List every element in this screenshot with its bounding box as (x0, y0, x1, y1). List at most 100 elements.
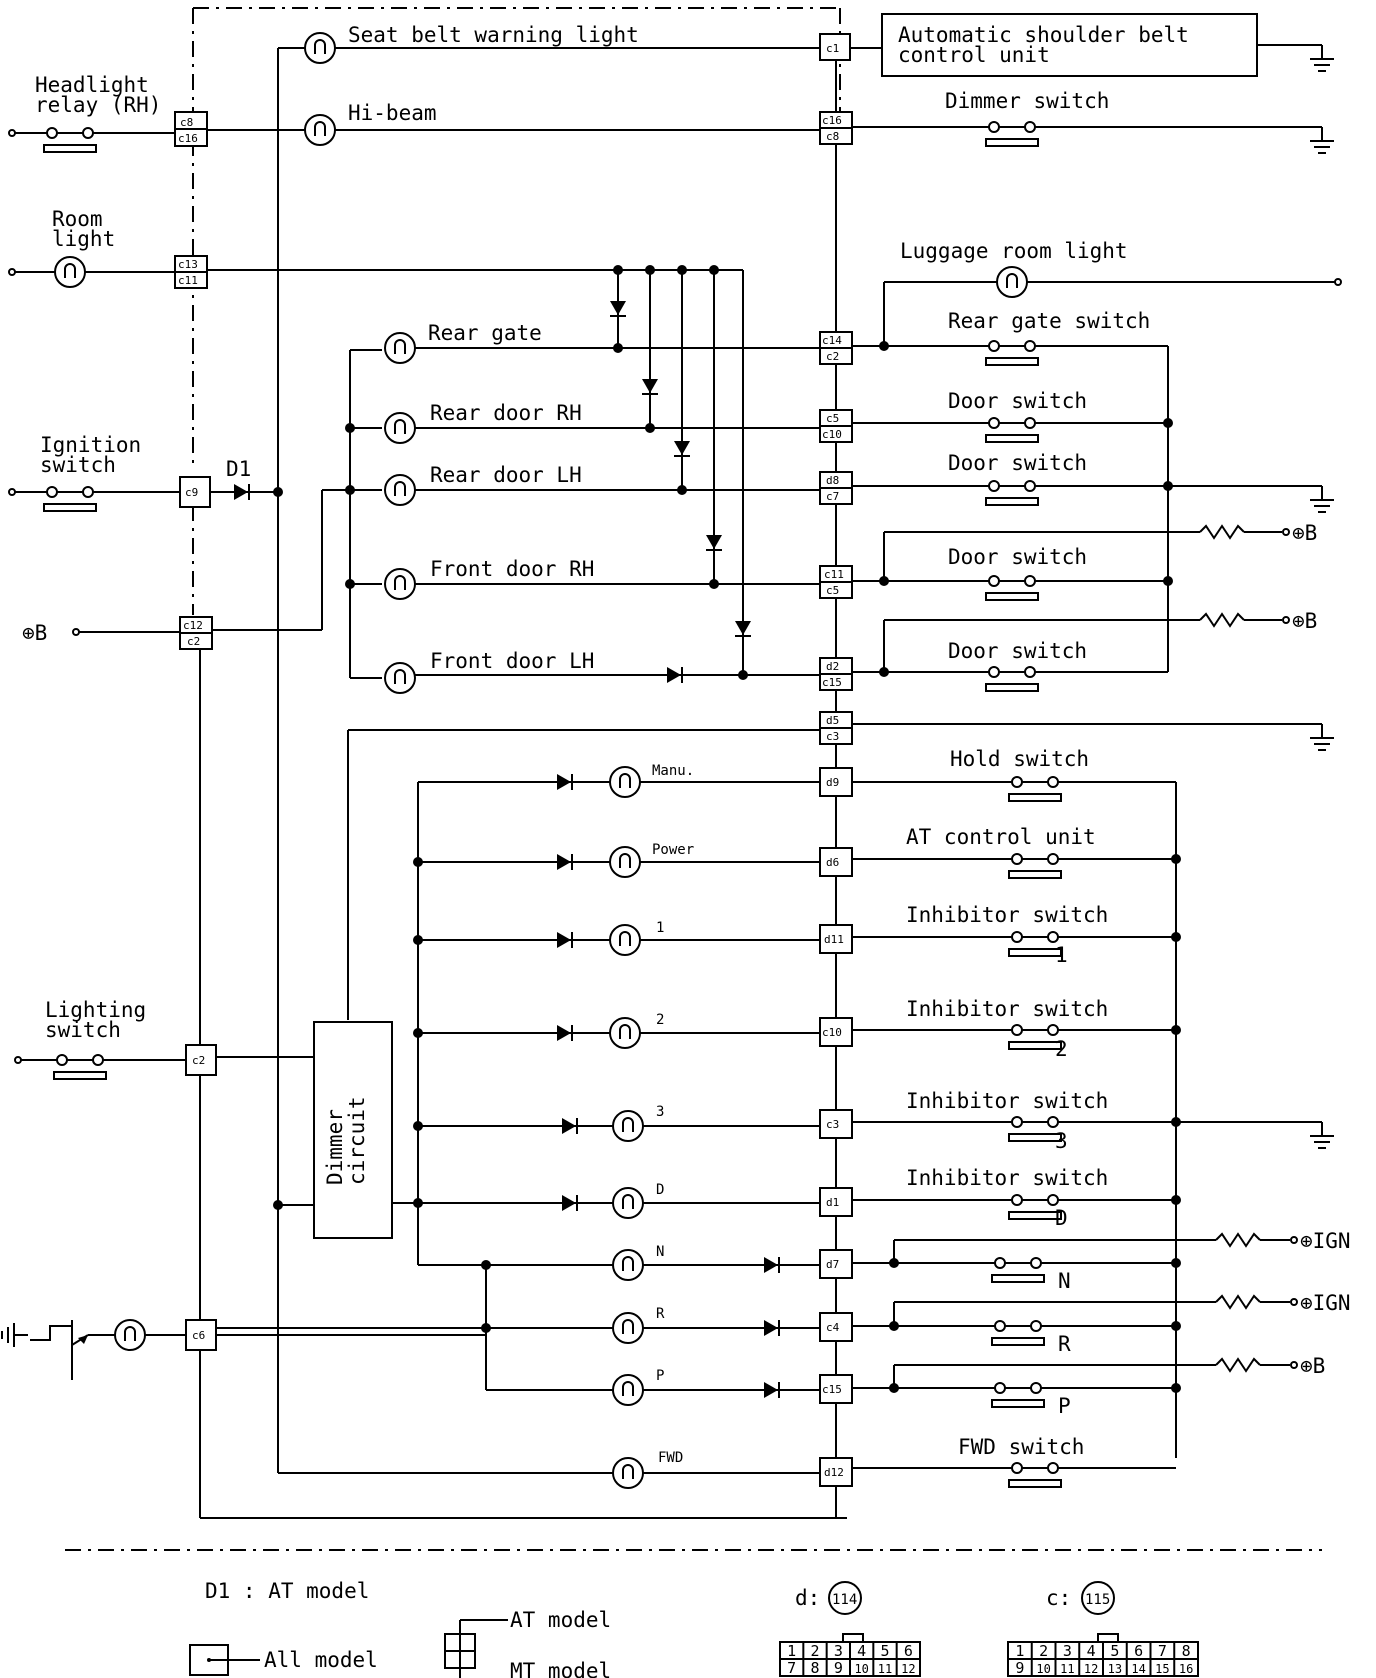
auto-unit-label-2: control unit (898, 43, 1050, 67)
diode-icon (763, 1256, 780, 1274)
rangeN-label: N (656, 1244, 664, 1260)
connector-d1 (819, 1187, 853, 1217)
hibeam-bulb-icon (304, 114, 336, 146)
legend-at-model: AT model (510, 1608, 611, 1632)
c-pin-7: 7 (1158, 1642, 1167, 1660)
c-pin-11: 11 (1060, 1662, 1074, 1676)
rear-door-rh-label: Rear door RH (430, 401, 582, 425)
d-pin-9: 9 (834, 1659, 843, 1677)
d-pin-10: 10 (854, 1662, 868, 1676)
door-switch-label: Door switch (948, 389, 1087, 413)
c-pin-6: 6 (1134, 1642, 1143, 1660)
inhibitor-switch-icon (1008, 1194, 1062, 1220)
inhibitor-switch-icon (1008, 1116, 1062, 1142)
svg-text:P: P (1058, 1394, 1071, 1418)
svg-text:d9: d9 (826, 776, 839, 789)
range3-label: 3 (656, 1104, 664, 1120)
range3-indicator-bulb-icon (612, 1110, 644, 1142)
svg-text:c15: c15 (822, 676, 842, 689)
plus-ign-label: ⊕IGN (1300, 1229, 1351, 1253)
c-pin-10: 10 (1036, 1662, 1050, 1676)
svg-text:c10: c10 (822, 428, 842, 441)
svg-text:c16: c16 (822, 114, 842, 127)
svg-text:114: 114 (832, 1592, 857, 1608)
svg-text:c5: c5 (826, 412, 839, 425)
svg-text:c11: c11 (178, 274, 198, 287)
c-pin-5: 5 (1110, 1642, 1119, 1660)
dimmer-switch-label: Dimmer switch (945, 89, 1109, 113)
seat-belt-label: Seat belt warning light (348, 23, 639, 47)
diode-icon (666, 666, 683, 684)
rangeD-label: D (656, 1182, 664, 1198)
diode-icon (561, 1117, 578, 1135)
connector-c9 (179, 476, 211, 508)
svg-text:c1: c1 (826, 42, 839, 55)
range1-indicator-bulb-icon (609, 924, 641, 956)
rear-door-lh-bulb-icon (384, 474, 416, 506)
d-pin-6: 6 (904, 1642, 913, 1660)
inhibitor-switch-label: Inhibitor switch (906, 1089, 1108, 1113)
legend-all-model: All model (264, 1648, 378, 1672)
d-pin-7: 7 (787, 1659, 796, 1677)
diode-icon (556, 773, 573, 791)
d-pin-3: 3 (834, 1642, 843, 1660)
lighting-switch-icon (53, 1054, 107, 1080)
svg-text:c11: c11 (824, 568, 844, 581)
plus-b-label: ⊕B (1292, 609, 1317, 633)
svg-text:c7: c7 (826, 490, 839, 503)
c-pin-12: 12 (1084, 1662, 1098, 1676)
headlight-relay-switch-icon (43, 127, 97, 153)
d-pin-12: 12 (901, 1662, 915, 1676)
c-pin-1: 1 (1015, 1642, 1024, 1660)
door-switch-icon (985, 417, 1039, 443)
connector-c3 (819, 1109, 853, 1139)
connector-c1 (819, 33, 851, 61)
hold-switch-icon (1008, 776, 1062, 802)
hold-switch-label: Hold switch (950, 747, 1089, 771)
auto-unit-label-1: Automatic shoulder belt (898, 23, 1189, 47)
resistor-icon (1215, 1295, 1261, 1309)
diode-icon (705, 534, 723, 551)
svg-text:d8: d8 (826, 474, 839, 487)
svg-text:3: 3 (1055, 1129, 1068, 1153)
svg-text:c13: c13 (178, 258, 198, 271)
door-switch-icon (985, 575, 1039, 601)
rear-door-rh-bulb-icon (384, 412, 416, 444)
svg-text:d7: d7 (826, 1258, 839, 1271)
ground-icon (1309, 44, 1335, 72)
dimmer-circuit-box (313, 1021, 393, 1239)
inhibitor-switch-label: Inhibitor switch (906, 903, 1108, 927)
svg-text:d12: d12 (824, 1466, 844, 1479)
rangeD-indicator-bulb-icon (612, 1187, 644, 1219)
svg-text:1: 1 (1055, 943, 1068, 967)
svg-text:115: 115 (1085, 1592, 1110, 1608)
range1-label: 1 (656, 920, 664, 936)
inhibitor-switch-icon (1008, 1024, 1062, 1050)
legend-mt-model: MT model (510, 1659, 611, 1678)
ground-icon (1309, 126, 1335, 154)
indicator-bulb-icon (114, 1319, 146, 1351)
manu-label: Manu. (652, 763, 694, 779)
diode-icon (734, 620, 752, 637)
connector-d11 (819, 924, 853, 954)
fwd-label: FWD (658, 1450, 683, 1466)
front-door-rh-bulb-icon (384, 568, 416, 600)
diode-icon (556, 931, 573, 949)
ground-icon (1, 1322, 29, 1348)
svg-text:c8: c8 (826, 130, 839, 143)
range2-indicator-bulb-icon (609, 1017, 641, 1049)
power-indicator-bulb-icon (609, 846, 641, 878)
ignition-label-2: switch (40, 453, 116, 477)
plus-b-label: ⊕B (22, 621, 47, 645)
c-pin-14: 14 (1131, 1662, 1145, 1676)
resistor-icon (1215, 1233, 1261, 1247)
diode-icon (556, 853, 573, 871)
inhibitor-switch-label: Inhibitor switch (906, 1166, 1108, 1190)
c-pin-15: 15 (1155, 1662, 1169, 1676)
headlight-label-1: Headlight (35, 73, 149, 97)
svg-text:c10: c10 (822, 1026, 842, 1039)
room-light-label-1: Room (52, 207, 103, 231)
